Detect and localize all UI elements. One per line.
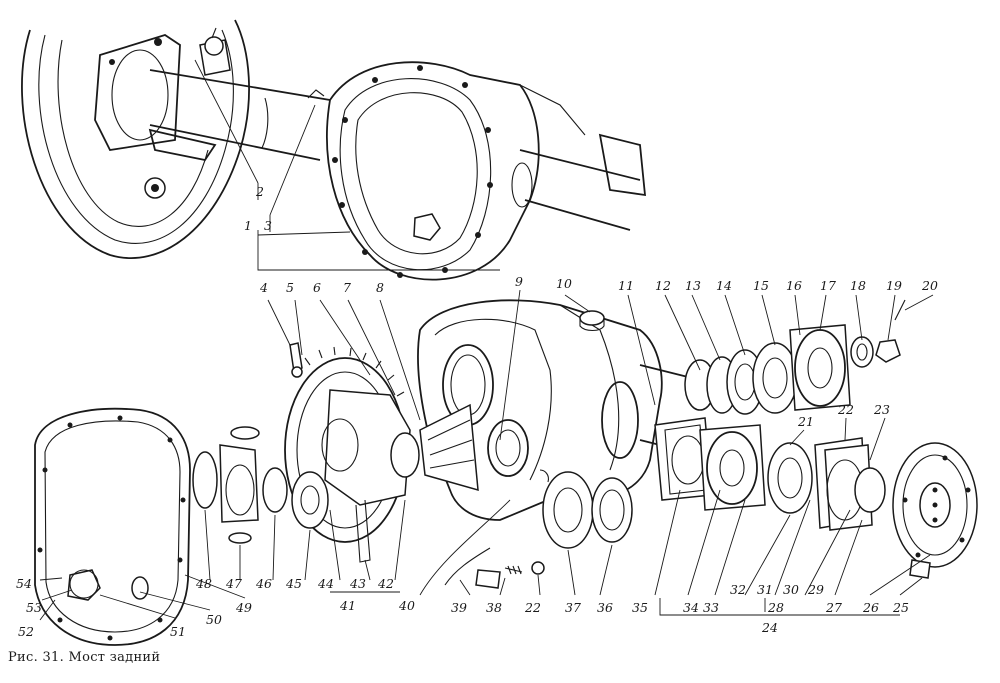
callout-8: 8 xyxy=(376,280,384,295)
callout-12: 12 xyxy=(655,278,671,293)
callout-9: 9 xyxy=(515,274,523,289)
callout-2: 2 xyxy=(255,184,264,199)
callout-36: 36 xyxy=(597,600,613,615)
callout-1: 1 xyxy=(244,218,252,233)
callout-42: 42 xyxy=(377,576,394,591)
callout-49: 49 xyxy=(235,600,252,615)
callout-47: 47 xyxy=(225,576,242,591)
callout-20: 20 xyxy=(921,278,938,293)
callout-31: 31 xyxy=(757,582,773,597)
callout-54: 54 xyxy=(16,576,32,591)
callout-26: 26 xyxy=(862,600,879,615)
callout-38: 38 xyxy=(486,600,502,615)
callout-16: 16 xyxy=(786,278,802,293)
callout-28: 28 xyxy=(767,600,784,615)
callout-40: 40 xyxy=(398,598,415,613)
callout-46: 46 xyxy=(255,576,272,591)
callout-43: 43 xyxy=(349,576,366,591)
callout-11: 11 xyxy=(618,278,634,293)
housing-cover xyxy=(34,407,191,646)
callout-32: 32 xyxy=(730,582,746,597)
callout-30: 30 xyxy=(783,582,799,597)
axle-shaft-parts xyxy=(444,469,633,589)
leader-lines xyxy=(39,59,934,621)
callout-21: 21 xyxy=(797,414,814,429)
callout-48: 48 xyxy=(195,576,212,591)
callout-22-second: 22 xyxy=(524,600,541,615)
callout-15: 15 xyxy=(753,278,769,293)
callout-53: 53 xyxy=(26,600,42,615)
callout-18: 18 xyxy=(850,278,866,293)
figure-caption: Рис. 31. Мост задний xyxy=(8,650,161,665)
callout-13: 13 xyxy=(685,278,701,293)
callout-41: 41 xyxy=(339,598,356,613)
callout-22: 22 xyxy=(837,402,854,417)
callout-7: 7 xyxy=(343,280,351,295)
callout-4: 4 xyxy=(259,280,268,295)
pinion-flange-assembly xyxy=(654,299,906,501)
callout-33: 33 xyxy=(703,600,719,615)
callout-25: 25 xyxy=(892,600,909,615)
callout-10: 10 xyxy=(556,276,572,291)
callout-19: 19 xyxy=(886,278,902,293)
callout-24: 24 xyxy=(761,620,778,635)
callout-51: 51 xyxy=(170,624,186,639)
callout-14: 14 xyxy=(716,278,732,293)
callout-labels: 1 2 3 4 5 6 7 8 9 10 11 12 13 14 15 16 1… xyxy=(16,184,938,639)
assembled-axle-view xyxy=(21,19,647,281)
callout-3: 3 xyxy=(264,218,272,233)
callout-27: 27 xyxy=(825,600,842,615)
callout-23: 23 xyxy=(873,402,890,417)
callout-5: 5 xyxy=(286,280,294,295)
callout-17: 17 xyxy=(820,278,836,293)
callout-6: 6 xyxy=(313,280,321,295)
callout-29: 29 xyxy=(807,582,824,597)
callout-44: 44 xyxy=(317,576,334,591)
callout-50: 50 xyxy=(206,612,222,627)
callout-52: 52 xyxy=(18,624,34,639)
differential-assembly xyxy=(192,342,479,563)
callout-37: 37 xyxy=(565,600,581,615)
callout-39: 39 xyxy=(451,600,467,615)
callout-34: 34 xyxy=(683,600,699,615)
callout-45: 45 xyxy=(285,576,302,591)
callout-35: 35 xyxy=(632,600,648,615)
bearing-set xyxy=(699,424,978,579)
